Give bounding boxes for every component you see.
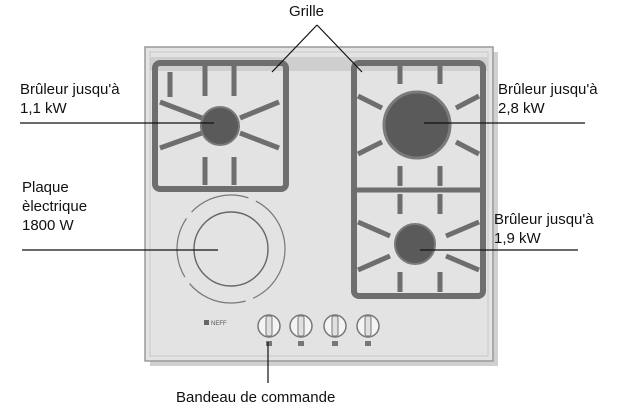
grate-arm xyxy=(356,219,392,239)
knob-icon[interactable] xyxy=(356,314,380,346)
grate-arm xyxy=(454,139,481,157)
plate-inner-ring xyxy=(193,211,269,287)
burner-large xyxy=(382,90,452,160)
label-control-panel: Bandeau de commande xyxy=(176,389,336,406)
knob-icon[interactable] xyxy=(323,314,347,346)
label-burner-medium: Brûleur jusqu'à 1,9 kW xyxy=(494,211,594,247)
brand-text: NEFF xyxy=(211,321,227,327)
burner-small xyxy=(200,106,240,146)
grate-right-frame xyxy=(351,60,486,299)
knob-icon[interactable] xyxy=(289,314,313,346)
electric-plate xyxy=(176,194,286,304)
cooktop-inner-frame xyxy=(149,51,489,357)
leader-lines xyxy=(20,24,585,383)
label-grille: Grille xyxy=(289,3,325,20)
label-burner-large: Brûleur jusqu'à 2,8 kW xyxy=(498,81,598,117)
leader-grille-right xyxy=(316,24,363,73)
grate-right xyxy=(351,60,486,299)
grate-arm xyxy=(159,130,203,151)
burner-medium xyxy=(394,223,436,265)
neff-logo-icon: NEFF xyxy=(204,320,227,327)
grate-arm xyxy=(445,253,480,273)
grate-arm xyxy=(159,99,203,121)
leader-grille-left xyxy=(271,24,318,73)
grate-arm xyxy=(445,219,480,239)
label-burner-small: Brûleur jusqu'à 1,1 kW xyxy=(20,81,120,117)
grate-arm xyxy=(239,99,280,121)
grate-left-frame xyxy=(152,60,289,192)
control-panel: NEFF xyxy=(204,314,380,346)
grate-left xyxy=(152,60,289,192)
grate-arm xyxy=(356,253,392,273)
label-electric-plate: Plaque èlectrique 1800 W xyxy=(22,179,88,234)
grate-arm xyxy=(454,93,481,111)
plate-outer-ring xyxy=(176,194,286,304)
grate-arm xyxy=(356,93,384,111)
grate-arm xyxy=(239,130,280,151)
grate-arm xyxy=(356,139,384,157)
knob-icon[interactable] xyxy=(257,314,281,346)
